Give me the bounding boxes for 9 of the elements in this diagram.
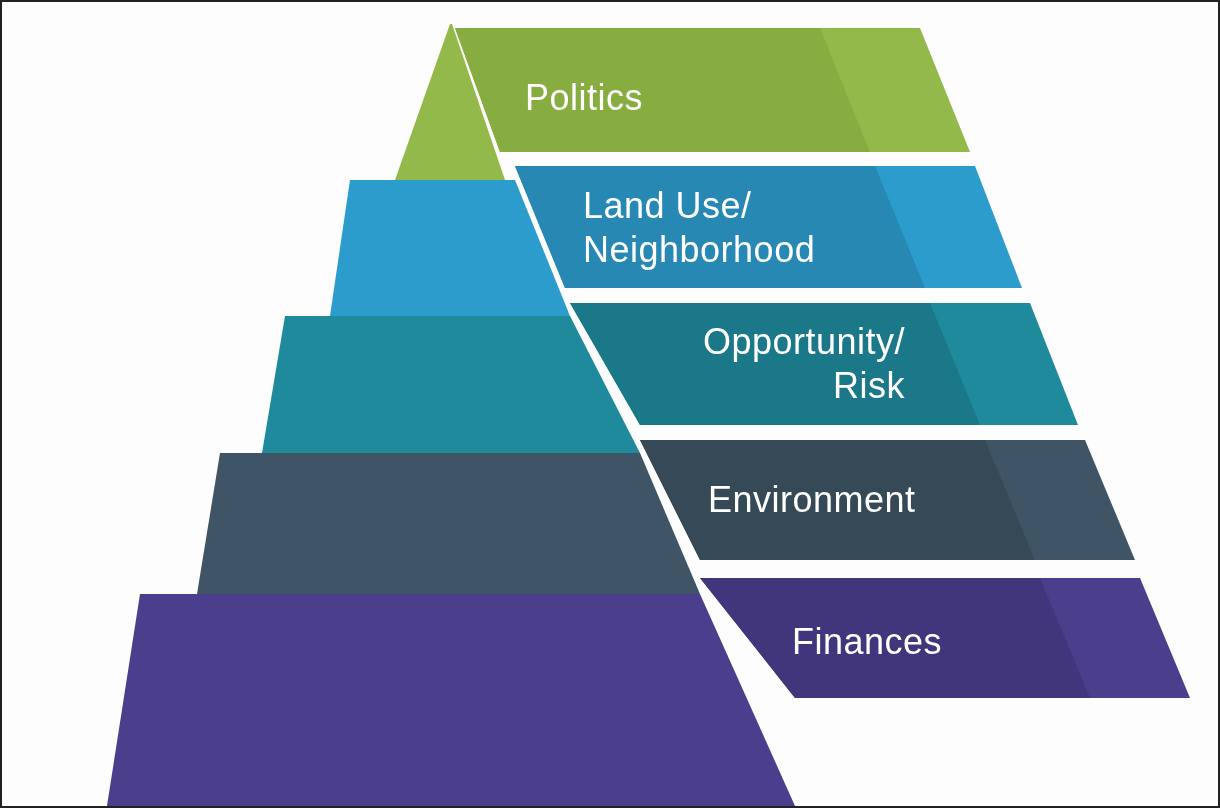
pyramid-band (700, 578, 1190, 698)
layer-label: Land Use/ Neighborhood (583, 184, 817, 272)
pyramid-band (515, 166, 1022, 288)
layer-label: Opportunity/ Risk (701, 320, 905, 408)
pyramid-band (570, 303, 1078, 425)
layer-label: Environment (708, 478, 917, 522)
layer-label: Politics (525, 76, 645, 120)
layer-label: Finances (792, 620, 944, 664)
pyramid-band (640, 440, 1135, 560)
